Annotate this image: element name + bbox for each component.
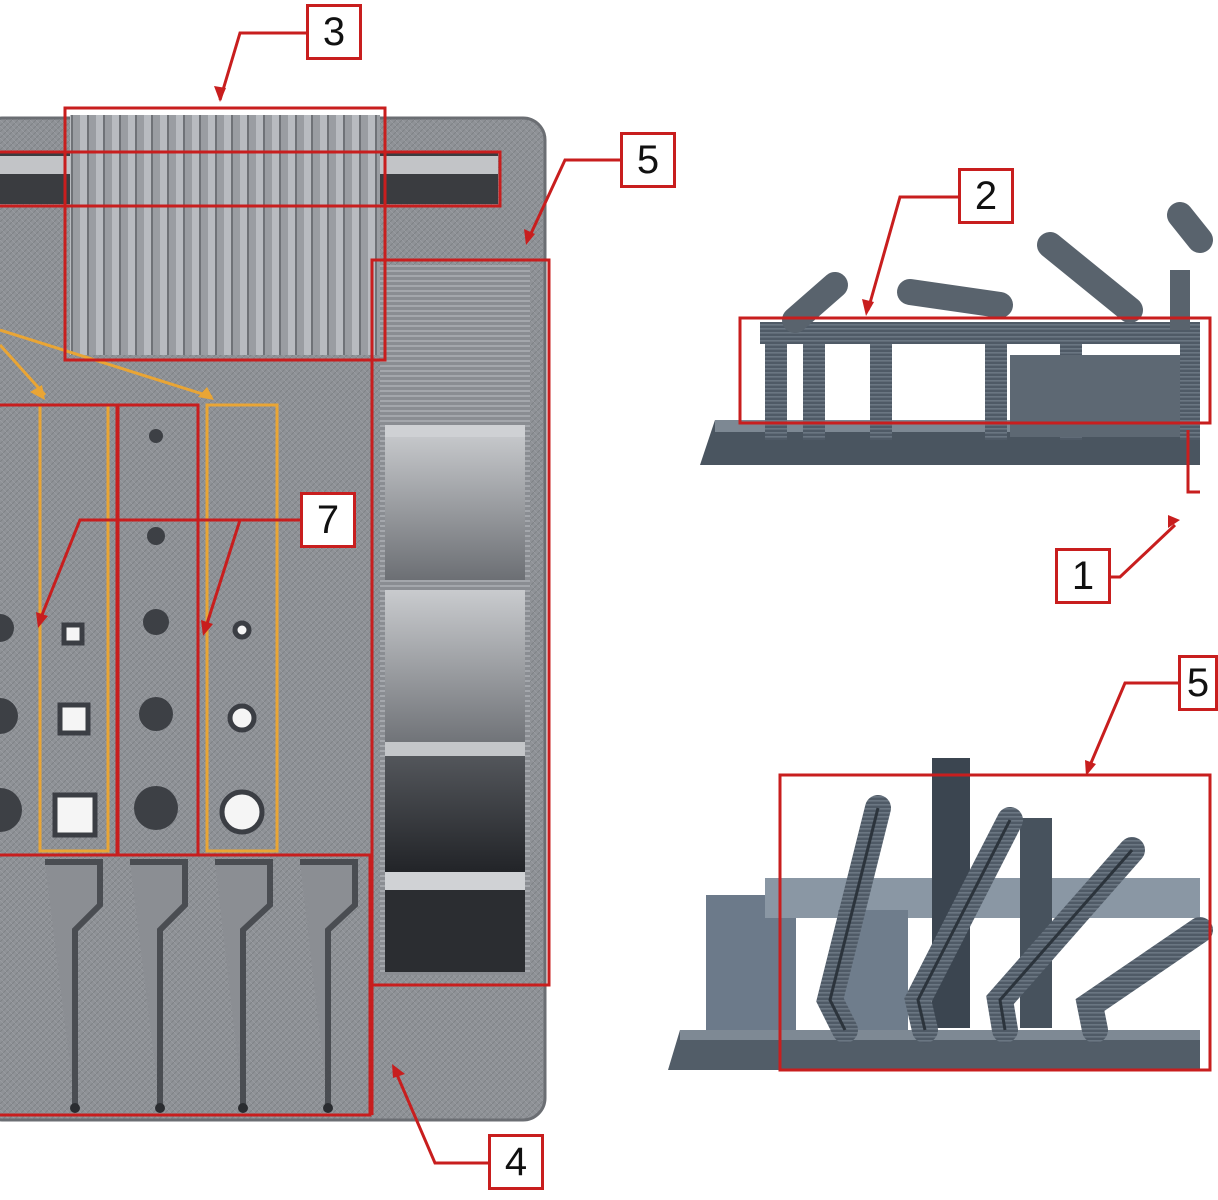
main-test-plate xyxy=(0,115,547,1122)
callout-arrowheads xyxy=(36,86,1180,1078)
callout-label-1: 1 xyxy=(1055,548,1111,604)
callout-label-2: 2 xyxy=(958,168,1014,224)
bridge-test-side-view xyxy=(700,202,1213,465)
callout-label-3: 3 xyxy=(306,4,362,60)
callout-boxes xyxy=(0,106,1212,1117)
callout-label-4: 4 xyxy=(488,1134,544,1190)
callout-label-5-top: 5 xyxy=(620,132,676,188)
overhang-test-side-view xyxy=(668,758,1213,1070)
callout-label-5-bottom: 5 xyxy=(1178,655,1218,711)
orange-arrowheads xyxy=(30,385,214,400)
callout-label-7: 7 xyxy=(300,492,356,548)
callout-leaders xyxy=(38,31,1200,1165)
